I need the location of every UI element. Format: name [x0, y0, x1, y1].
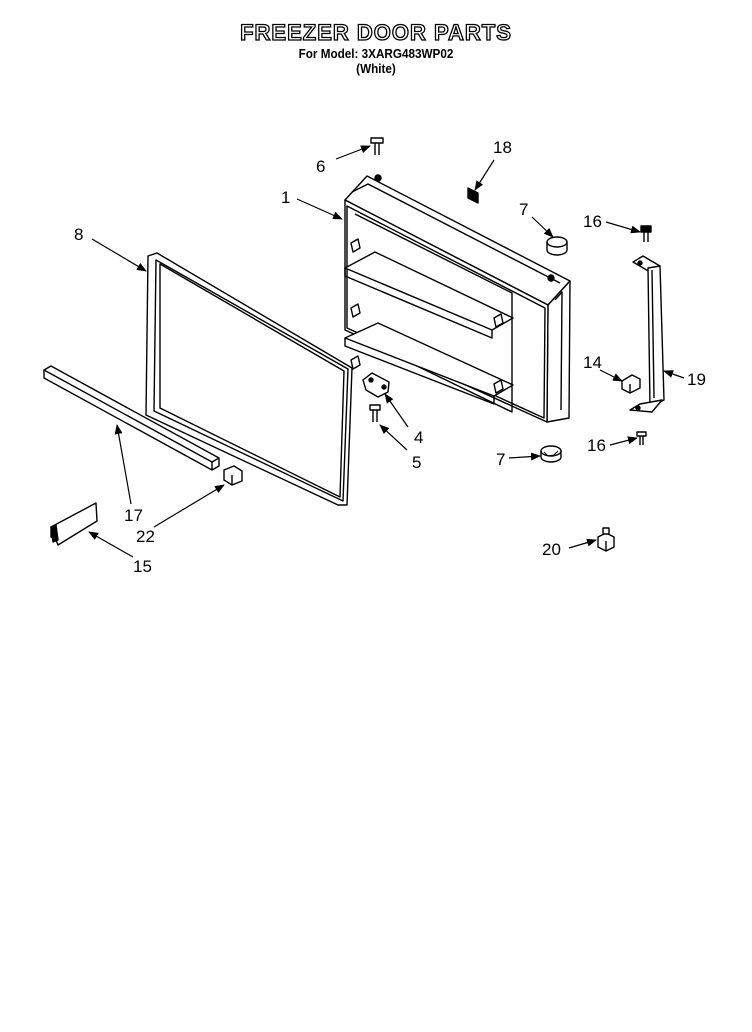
screw-top-part — [370, 137, 384, 155]
leader-5 — [379, 424, 408, 451]
callout-22: 22 — [136, 527, 155, 546]
callout-16-bottom: 16 — [587, 436, 606, 455]
color-variant: (White) — [356, 61, 396, 76]
leader-16-top — [605, 221, 641, 234]
callout-16-top: 16 — [583, 212, 602, 231]
callout-17: 17 — [124, 506, 143, 525]
model-number: For Model: 3XARG483WP02 — [298, 46, 454, 61]
leader-4 — [384, 393, 409, 428]
leader-16-bottom — [609, 436, 638, 446]
door-stop-screw-part — [369, 404, 381, 422]
leader-22 — [153, 484, 225, 528]
leader-20 — [568, 538, 597, 549]
callout-14: 14 — [583, 353, 602, 372]
callout-1: 1 — [281, 188, 290, 207]
door-handle-part — [629, 255, 665, 413]
leader-6 — [335, 145, 371, 160]
callout-19: 19 — [687, 370, 706, 389]
trim-strip-part — [43, 365, 220, 471]
callout-5: 5 — [412, 453, 421, 472]
hinge-bushing-bottom-part — [540, 445, 562, 463]
leader-14 — [599, 369, 623, 382]
callout-4: 4 — [414, 428, 423, 447]
leader-8 — [91, 238, 147, 272]
door-stop-part — [362, 372, 390, 398]
handle-screw-bottom-part — [636, 431, 647, 445]
leader-7-top — [531, 216, 554, 238]
leader-15 — [88, 531, 134, 558]
callout-7-top: 7 — [519, 200, 528, 219]
callout-20: 20 — [542, 540, 561, 559]
handle-screw-top-part — [640, 225, 652, 242]
door-gasket-part — [145, 252, 353, 506]
leader-19 — [663, 370, 685, 379]
diagram-title: FREEZER DOOR PARTS — [239, 19, 512, 45]
leader-17 — [114, 424, 132, 505]
edge-strip-part — [467, 187, 479, 204]
clip-part — [597, 527, 615, 552]
end-cap-part — [223, 465, 243, 486]
door-liner-part — [344, 174, 571, 423]
callout-8: 8 — [74, 225, 83, 244]
callout-18: 18 — [493, 138, 512, 157]
handle-clip-part — [621, 374, 641, 394]
title-block: FREEZER DOOR PARTS For Model: 3XARG483WP… — [0, 19, 752, 76]
callout-15: 15 — [133, 557, 152, 576]
leader-1 — [296, 198, 343, 220]
tag-part — [50, 502, 98, 546]
leader-7-bottom — [508, 452, 541, 461]
callout-7-bottom: 7 — [496, 450, 505, 469]
leader-18 — [474, 159, 495, 191]
callout-6: 6 — [316, 157, 325, 176]
hinge-bushing-top-part — [546, 236, 568, 256]
